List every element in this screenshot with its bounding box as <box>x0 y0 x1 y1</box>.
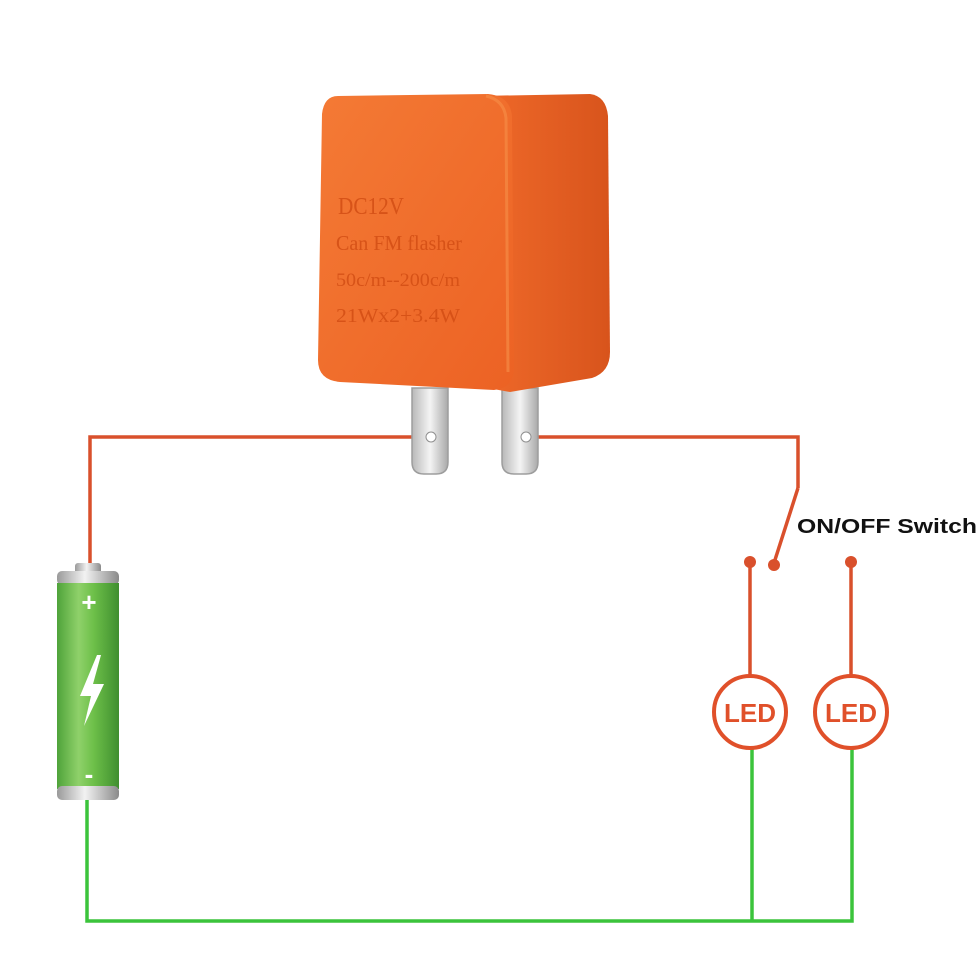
battery-to-flasher-wire <box>88 435 430 566</box>
flasher-pin-left <box>411 387 449 475</box>
led-2-label: LED <box>825 698 877 728</box>
led-1: LED <box>712 674 788 750</box>
flasher-pin-right <box>501 387 539 475</box>
flasher-to-switch-wire <box>525 435 800 488</box>
negative-wiring <box>85 748 854 923</box>
flasher-relay: DC12V Can FM flasher 50c/m--200c/m 21Wx2… <box>318 94 610 475</box>
flasher-label-line-2: Can FM flasher <box>336 231 462 255</box>
battery-cap-top <box>57 571 119 585</box>
led-1-ring <box>712 674 788 750</box>
led-1-label: LED <box>724 698 776 728</box>
flasher-label-line-3: 50c/m--200c/m <box>336 270 460 291</box>
switch-contact-pivot <box>768 559 780 571</box>
switch-contact-right <box>845 556 857 568</box>
led-2: LED <box>813 674 889 750</box>
battery-negative-symbol: - <box>85 759 94 789</box>
flasher-body-front <box>318 94 514 390</box>
switch-contacts <box>744 556 857 571</box>
ground-return-wire <box>85 748 854 923</box>
flasher-label-line-4: 21Wx2+3.4W <box>336 305 460 327</box>
led-2-ring <box>813 674 889 750</box>
positive-wiring <box>88 435 853 680</box>
flasher-label: DC12V Can FM flasher 50c/m--200c/m 21Wx2… <box>336 194 462 327</box>
battery: + - <box>57 563 119 800</box>
battery-positive-symbol: + <box>81 587 96 617</box>
lightning-bolt-icon <box>80 655 104 726</box>
switch-label: ON/OFF Switch <box>797 516 977 538</box>
battery-cap-bottom <box>57 786 119 800</box>
switch-contact-left <box>744 556 756 568</box>
switch-lever <box>772 487 800 564</box>
flasher-label-line-1: DC12V <box>338 194 405 220</box>
